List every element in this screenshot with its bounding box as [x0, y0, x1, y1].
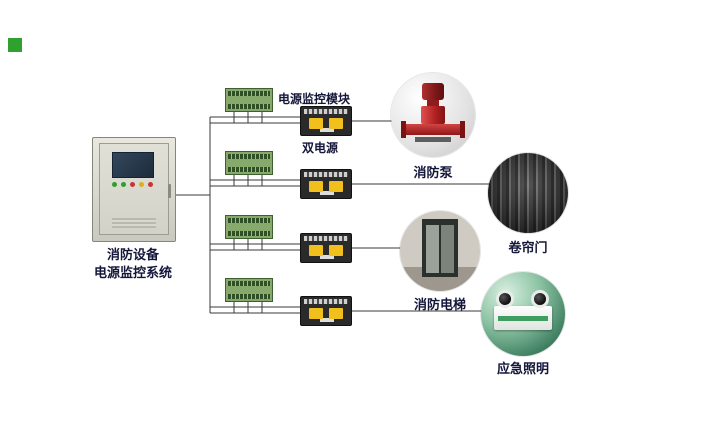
emergency-light-label: 应急照明: [496, 362, 549, 377]
elevator-frame: [422, 219, 458, 277]
dual-power-switch: [300, 233, 352, 263]
roller-shutter-photo: [488, 153, 568, 233]
pump-motor: [422, 83, 444, 100]
cabinet-screen: [112, 152, 154, 178]
dual-power-switch: [300, 169, 352, 199]
cabinet-vent: [112, 218, 156, 228]
fire-pump-photo: [391, 73, 475, 157]
indicator-green-icon: [112, 182, 117, 187]
emergency-light-body: [494, 306, 552, 330]
dual-power-switch: [300, 296, 352, 326]
cabinet-indicator-lights: [112, 182, 153, 187]
fire-pump-label: 消防泵: [413, 166, 453, 181]
fire-elevator-label: 消防电梯: [413, 298, 466, 313]
cabinet-label-line1: 消防设备: [106, 248, 159, 263]
emergency-lamp-icon: [531, 290, 549, 308]
switch-label-strip: [320, 255, 334, 259]
indicator-red-icon: [130, 182, 135, 187]
elevator-doors: [426, 225, 454, 273]
cabinet-label-line2: 电源监控系统: [93, 266, 172, 281]
emergency-lamp-icon: [496, 290, 514, 308]
power-monitor-module: [225, 151, 273, 175]
pump-body: [421, 106, 445, 124]
pump-pipe: [401, 121, 465, 138]
pump-base: [415, 137, 451, 142]
dual-power-label: 双电源: [302, 141, 339, 155]
switch-label-strip: [320, 128, 334, 132]
roller-shutter-label: 卷帘门: [508, 241, 548, 256]
cabinet-handle: [168, 184, 171, 199]
module-label: 电源监控模块: [278, 92, 351, 106]
indicator-red-icon: [148, 182, 153, 187]
switch-label-strip: [320, 318, 334, 322]
monitoring-cabinet: [92, 137, 176, 242]
power-monitor-module: [225, 88, 273, 112]
power-monitor-module: [225, 278, 273, 302]
fire-elevator-photo: [400, 211, 480, 291]
pump-neck: [427, 100, 439, 106]
emergency-light-photo: [481, 272, 565, 356]
cabinet-door: [99, 143, 169, 235]
indicator-yellow-icon: [139, 182, 144, 187]
power-monitor-module: [225, 215, 273, 239]
indicator-green-icon: [121, 182, 126, 187]
switch-label-strip: [320, 191, 334, 195]
legend-marker: [8, 38, 22, 52]
dual-power-switch: [300, 106, 352, 136]
cabinet-label: 消防设备 电源监控系统: [70, 247, 196, 283]
